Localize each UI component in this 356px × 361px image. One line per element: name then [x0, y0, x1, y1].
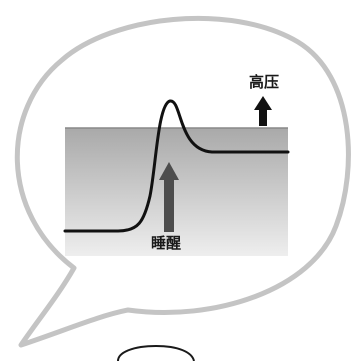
- up-arrow-icon: [254, 96, 272, 126]
- second-bubble-edge: [117, 344, 195, 361]
- high-pressure-label: 高压: [249, 73, 279, 91]
- pressure-panel: [65, 128, 288, 256]
- rising-arrow-icon: [159, 162, 179, 232]
- awakening-label: 睡醒: [151, 234, 181, 252]
- pressure-curve: [63, 99, 290, 233]
